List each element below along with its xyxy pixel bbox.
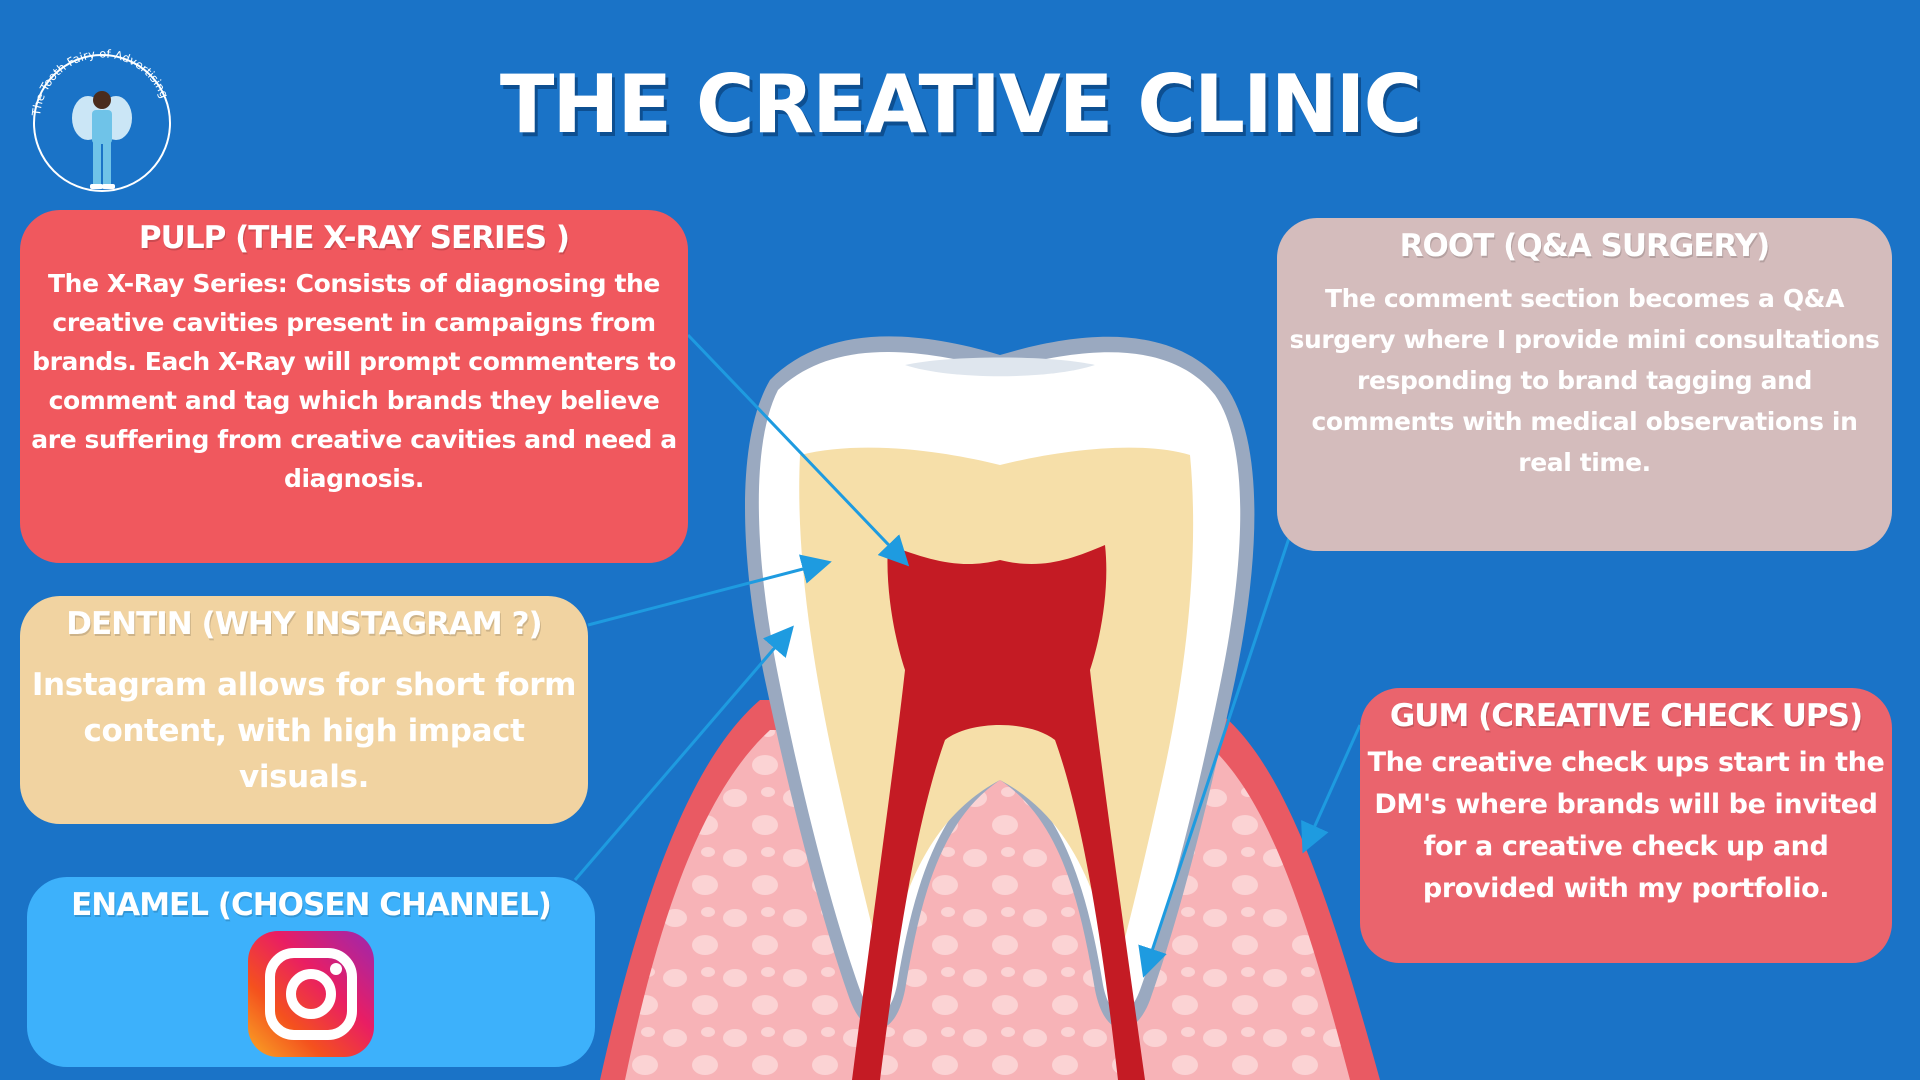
instagram-icon xyxy=(248,931,374,1057)
gum-heading: GUM (CREATIVE CHECK UPS) xyxy=(1389,698,1863,734)
pulp-card: PULP (THE X-RAY SERIES ) The X-Ray Serie… xyxy=(20,210,688,563)
enamel-arrow xyxy=(573,625,794,881)
dentin-card: DENTIN (WHY INSTAGRAM ?) Instagram allow… xyxy=(20,596,588,824)
dentin-heading: DENTIN (WHY INSTAGRAM ?) xyxy=(66,606,542,642)
root-arrow xyxy=(1138,534,1292,978)
root-card: ROOT (Q&A SURGERY) The comment section b… xyxy=(1277,218,1892,551)
tooth-crown-groove xyxy=(905,357,1095,377)
page-title: THE CREATIVE CLINIC xyxy=(499,58,1422,151)
root-heading: ROOT (Q&A SURGERY) xyxy=(1399,228,1771,264)
gum-body: The creative check ups start in the DM's… xyxy=(1367,747,1885,904)
dentin-body: Instagram allows for short form content,… xyxy=(31,667,577,795)
gum-arrow xyxy=(1301,724,1362,854)
pulp-arrow xyxy=(686,333,910,567)
pulp-heading: PULP (THE X-RAY SERIES ) xyxy=(138,220,570,256)
tooth-fairy-logo: The Tooth Fairy of Advertising xyxy=(20,38,185,203)
enamel-heading: ENAMEL (CHOSEN CHANNEL) xyxy=(71,887,552,923)
gum-card: GUM (CREATIVE CHECK UPS) The creative ch… xyxy=(1360,688,1892,963)
tooth-pulp xyxy=(852,545,1145,1080)
enamel-card: ENAMEL (CHOSEN CHANNEL) xyxy=(27,877,595,1067)
root-body: The comment section becomes a Q&A surger… xyxy=(1289,284,1880,477)
dentin-arrow xyxy=(587,554,832,627)
pulp-body: The X-Ray Series: Consists of diagnosing… xyxy=(31,269,677,493)
